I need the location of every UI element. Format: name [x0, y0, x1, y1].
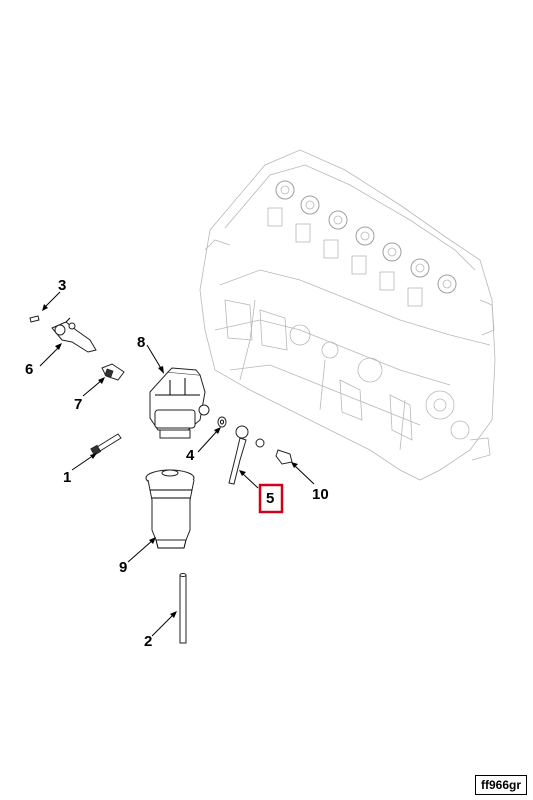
callout-3: 3 [58, 277, 66, 294]
callout-5-highlight-box [258, 483, 284, 514]
fuel-filter-head [149, 367, 210, 439]
engine-block [199, 149, 496, 481]
cylinder-head-bosses [275, 180, 457, 294]
part-1-bolt [90, 433, 122, 456]
part-5-fuel-line [228, 425, 249, 485]
callout-4: 4 [186, 447, 195, 464]
leader-lines [39, 291, 315, 637]
part-2-rod [179, 573, 187, 644]
callout-labels: 3 6 7 8 1 4 5 10 9 2 [25, 277, 329, 650]
callout-9: 9 [119, 559, 127, 576]
callout-7: 7 [74, 396, 82, 413]
part-7-sensor [101, 363, 125, 381]
callout-2: 2 [144, 633, 152, 650]
callout-5: 5 [266, 490, 274, 507]
part-6-fitting [51, 317, 97, 353]
block-side-detail [204, 239, 495, 461]
injector-row [267, 207, 423, 307]
callout-1: 1 [63, 469, 71, 486]
figure-reference-code: ff966gr [475, 775, 527, 795]
callout-6: 6 [25, 361, 33, 378]
part-4-washer [217, 416, 227, 428]
part-3-screw [29, 315, 40, 323]
callout-8: 8 [137, 334, 145, 351]
fuel-filter-canister [145, 469, 195, 549]
callout-10: 10 [312, 486, 329, 503]
part-10-plug [255, 438, 293, 465]
